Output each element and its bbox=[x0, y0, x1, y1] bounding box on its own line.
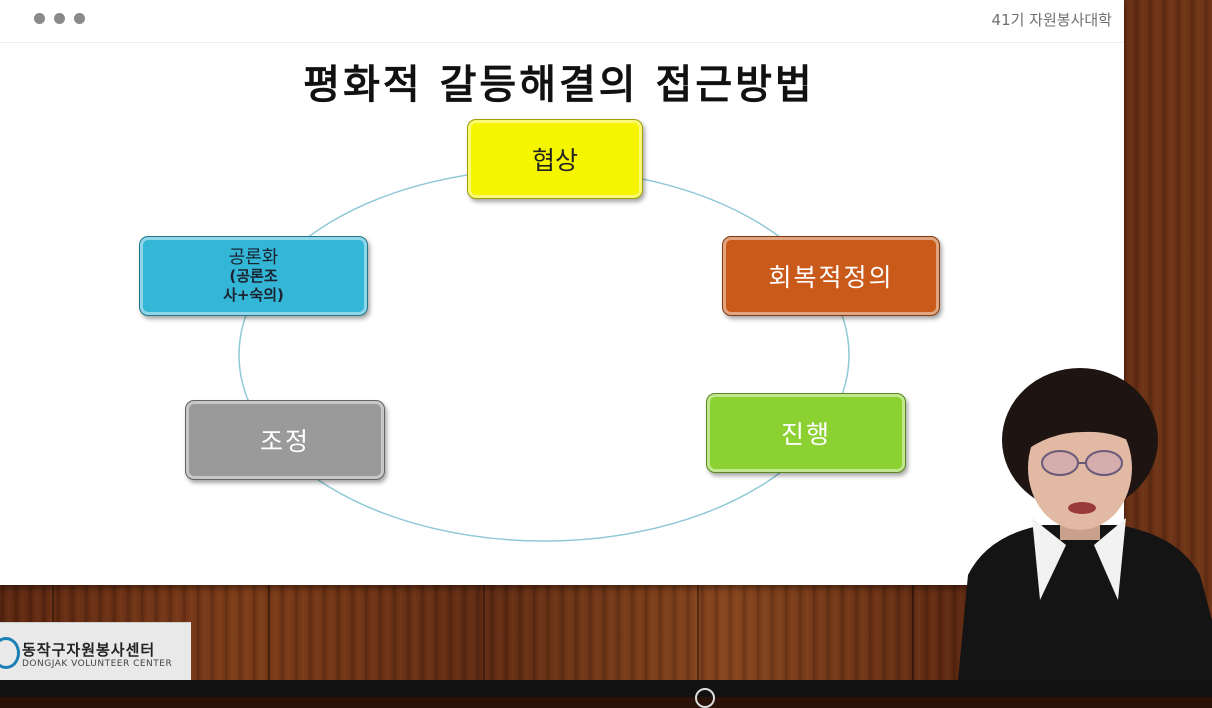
node-negotiation-label: 협상 bbox=[531, 146, 578, 175]
plank-divider bbox=[268, 585, 270, 680]
logo-english-text: DONGJAK VOLUNTEER CENTER bbox=[22, 659, 173, 669]
shared-slide: 41기 자원봉사대학 평화적 갈등해결의 접근방법 협상 회복적정의 진행 조정… bbox=[0, 0, 1124, 585]
plank-divider bbox=[697, 585, 699, 680]
logo-korean-text: 동작구자원봉사센터 bbox=[22, 641, 156, 659]
logo-mark-icon bbox=[0, 637, 20, 669]
node-restorative-justice-label: 회복적정의 bbox=[768, 263, 894, 292]
node-mediation-label: 조정 bbox=[259, 427, 310, 456]
more-options-dot-icon[interactable] bbox=[34, 13, 45, 24]
more-options-dot-icon[interactable] bbox=[74, 13, 85, 24]
node-public-deliberation-sub: (공론조 bbox=[229, 266, 278, 285]
node-facilitation: 진행 bbox=[706, 393, 906, 473]
slide-title: 평화적 갈등해결의 접근방법 bbox=[303, 62, 815, 108]
node-negotiation: 협상 bbox=[467, 119, 643, 199]
plank-divider bbox=[483, 585, 485, 680]
bottom-toolbar bbox=[0, 680, 1212, 697]
node-public-deliberation-sub: 사+숙의) bbox=[223, 285, 284, 304]
node-public-deliberation-label: 공론화 bbox=[228, 246, 279, 268]
node-facilitation-label: 진행 bbox=[780, 420, 831, 449]
more-options-dot-icon[interactable] bbox=[54, 13, 65, 24]
plank-divider bbox=[912, 585, 914, 680]
record-icon[interactable] bbox=[695, 688, 715, 708]
node-public-deliberation: 공론화 (공론조 사+숙의) bbox=[139, 236, 368, 316]
organization-logo: 동작구자원봉사센터 DONGJAK VOLUNTEER CENTER bbox=[0, 622, 191, 680]
meeting-title: 41기 자원봉사대학 bbox=[991, 11, 1112, 29]
slide-top-bar: 41기 자원봉사대학 bbox=[0, 0, 1124, 43]
node-mediation: 조정 bbox=[185, 400, 385, 480]
presenter-video bbox=[958, 368, 1212, 680]
node-restorative-justice: 회복적정의 bbox=[722, 236, 940, 316]
